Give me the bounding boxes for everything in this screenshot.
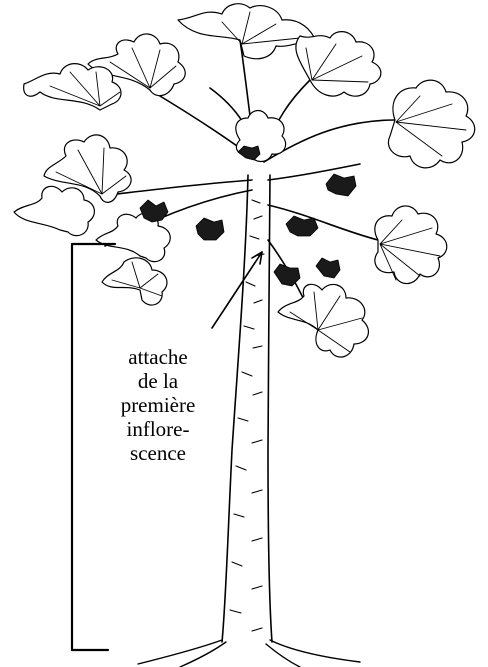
leaf-lower-left-2 xyxy=(102,258,167,305)
pointer-arrow xyxy=(212,252,262,328)
leaf-lower-far-left xyxy=(14,186,94,235)
label-line-2: de la xyxy=(108,369,208,393)
inflorescence-label: attache de la première inflore- scence xyxy=(108,345,208,465)
label-line-3: première xyxy=(108,393,208,417)
leaf-right-lower xyxy=(278,284,368,357)
label-line-4: inflore- xyxy=(108,417,208,441)
tree-trunk xyxy=(222,175,272,642)
label-line-1: attache xyxy=(108,345,208,369)
label-line-5: scence xyxy=(108,441,208,465)
fruit-clusters xyxy=(140,146,356,286)
tree-roots xyxy=(138,640,360,667)
leaf-right xyxy=(388,80,474,168)
leaf-top xyxy=(178,4,316,59)
leaf-far-left xyxy=(24,64,121,110)
